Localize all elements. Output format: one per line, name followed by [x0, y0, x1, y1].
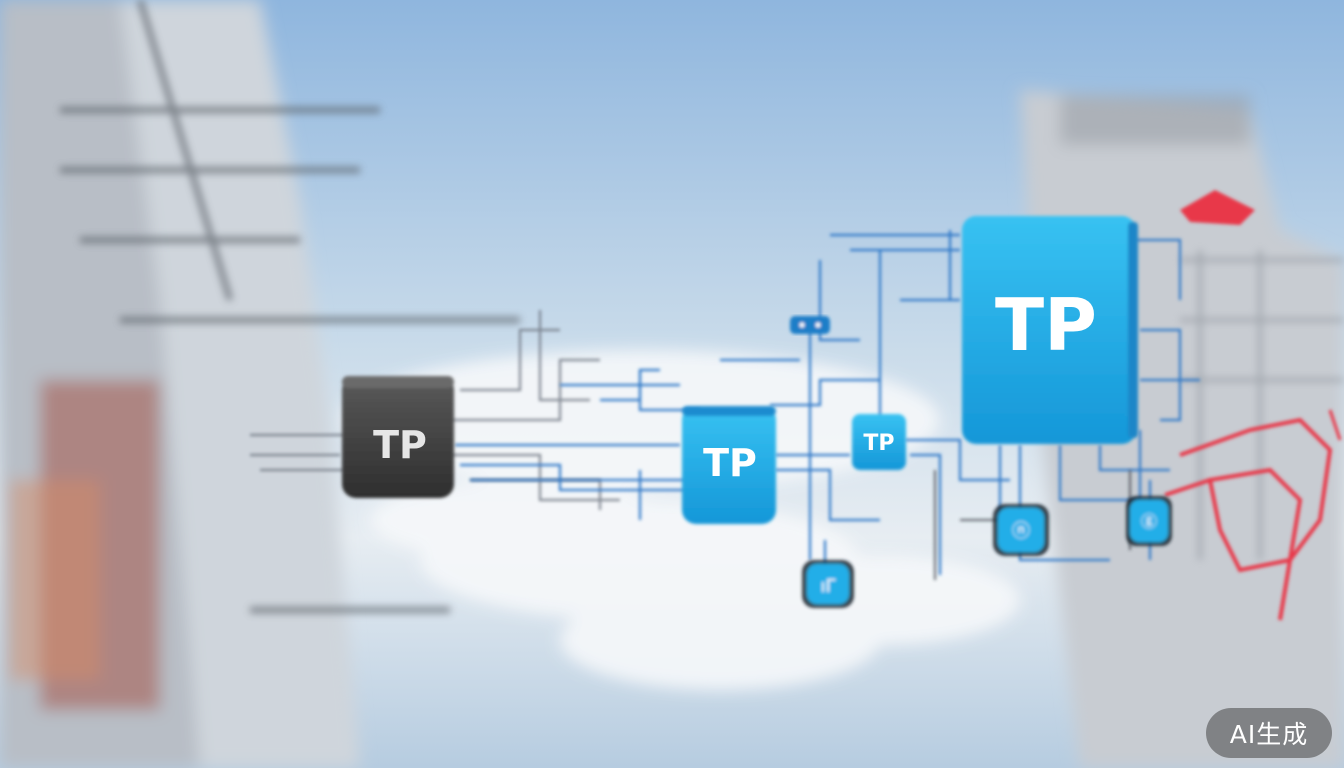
- tile-blue-large: [962, 216, 1138, 444]
- svg-text:ⓝ: ⓝ: [1012, 521, 1030, 542]
- tile-blue-small: [852, 414, 906, 470]
- svg-text:ıΓ: ıΓ: [820, 576, 835, 597]
- tile-label-small: TP: [863, 431, 894, 456]
- tile-label-mid: TP: [703, 441, 757, 485]
- tile-dark: [342, 376, 454, 498]
- tile-label-dark: TP: [373, 423, 427, 467]
- ai-generated-badge: AI生成: [1206, 708, 1332, 758]
- svg-text:ⓖ: ⓖ: [1141, 512, 1157, 531]
- tile-blue-mid: [682, 406, 776, 524]
- tile-label-large: TP: [995, 283, 1097, 367]
